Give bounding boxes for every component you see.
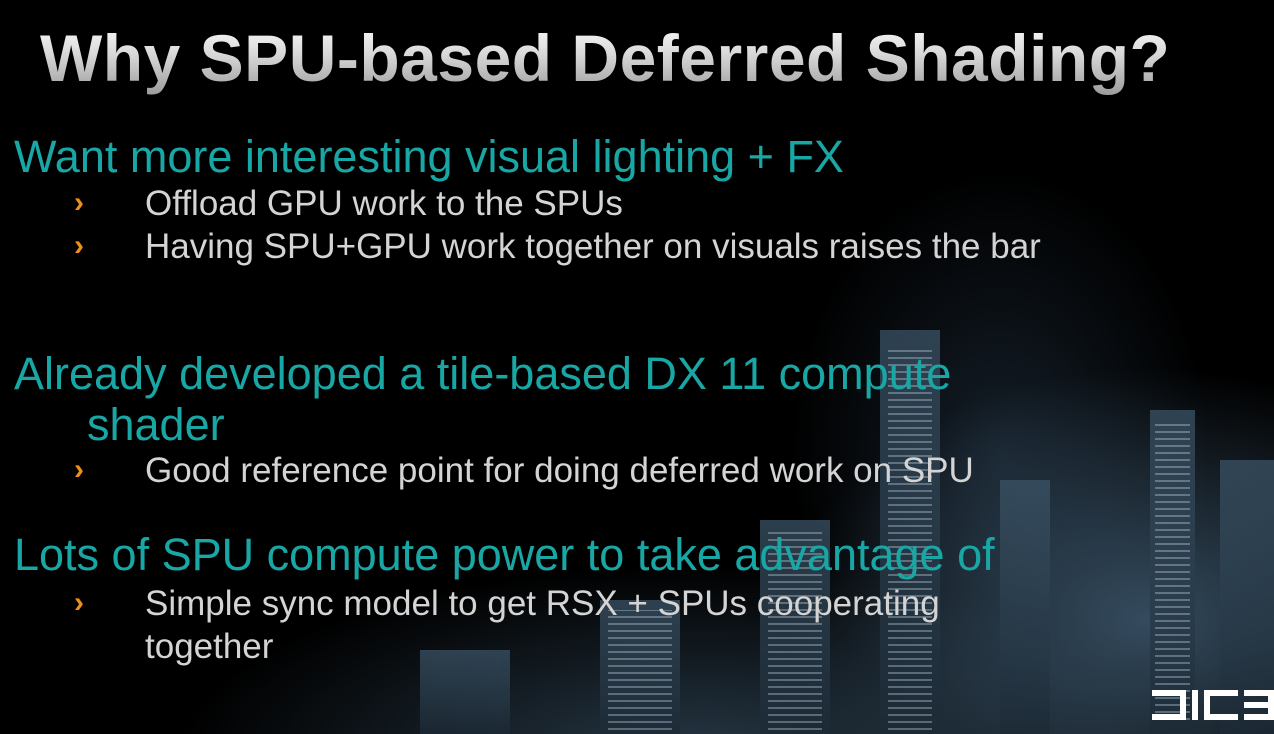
dice-logo <box>1152 690 1274 720</box>
bullet-2-1: Good reference point for doing deferred … <box>145 451 974 490</box>
slide-title: Why SPU-based Deferred Shading? <box>40 20 1265 96</box>
bullet-3-1: Simple sync model to get RSX + SPUs coop… <box>145 584 940 666</box>
bullet-1-2: Having SPU+GPU work together on visuals … <box>145 227 1041 266</box>
heading-2: Already developed a tile-based DX 11 com… <box>14 348 952 399</box>
chevron-right-icon: › <box>74 229 84 262</box>
chevron-right-icon: › <box>74 586 84 619</box>
chevron-right-icon: › <box>74 186 84 219</box>
bullet-1-1: Offload GPU work to the SPUs <box>145 184 623 223</box>
heading-1: Want more interesting visual lighting + … <box>14 131 844 182</box>
chevron-right-icon: › <box>74 453 84 486</box>
heading-2-continued: shader <box>87 399 225 450</box>
heading-3: Lots of SPU compute power to take advant… <box>14 529 995 580</box>
